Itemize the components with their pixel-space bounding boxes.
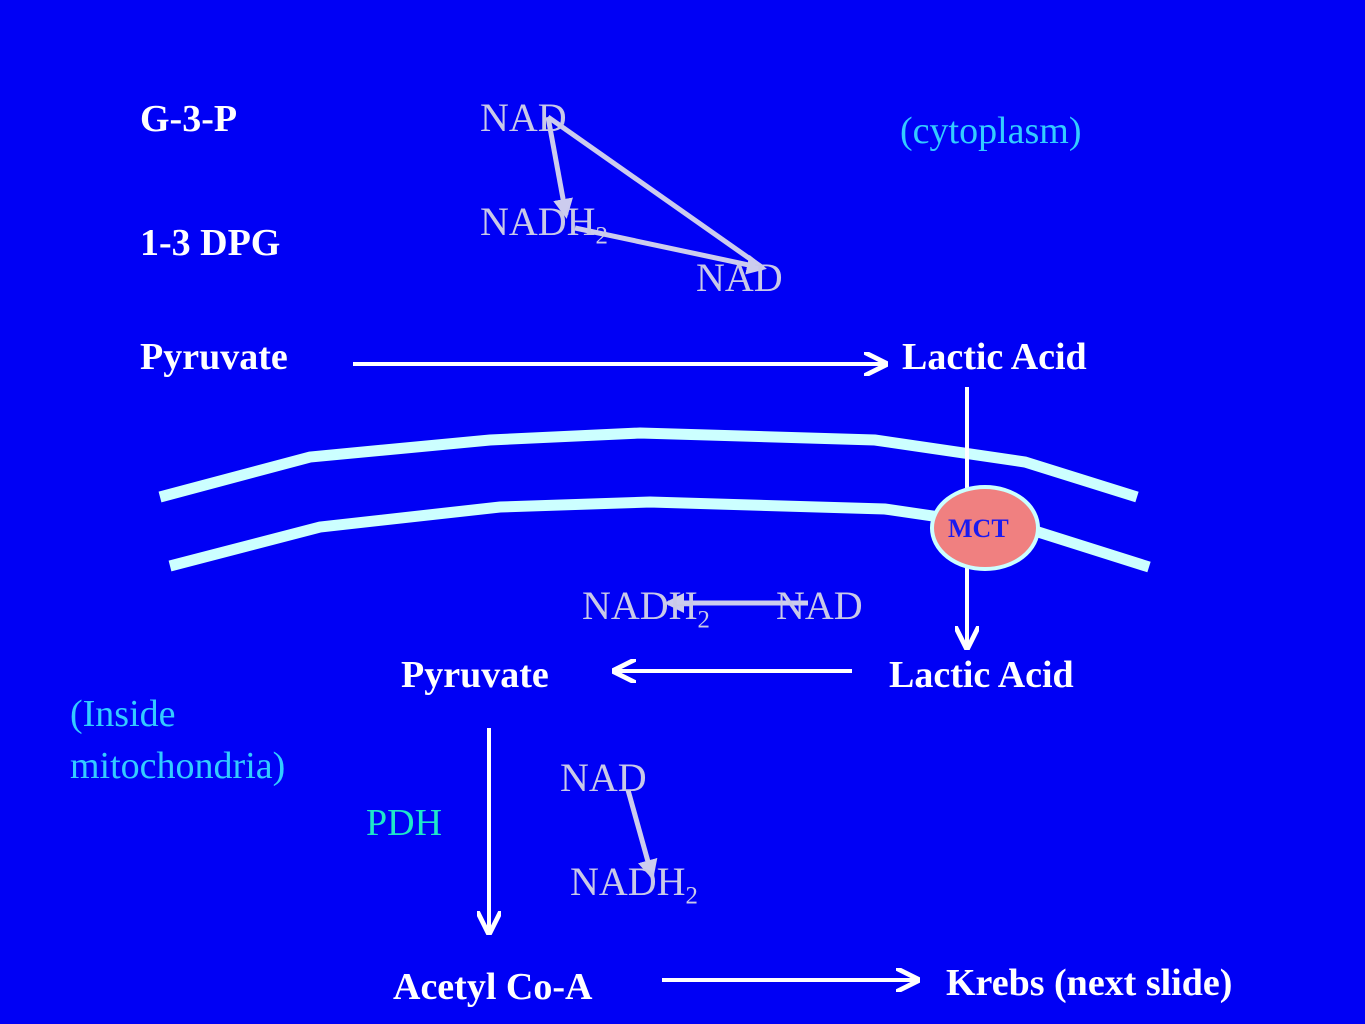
nadh2-mito-label: NADH2 [582,583,710,634]
nadh2-lower-label: NADH2 [570,859,698,910]
pdh-enzyme-label: PDH [366,802,443,844]
nad-right-label: NAD [696,255,783,300]
nad-mito-label: NAD [776,583,863,628]
cytoplasm-region-label: (cytoplasm) [900,110,1082,152]
mct-label: MCT [948,514,1009,543]
nadh2-cytoplasm-label: NADH2 [480,199,608,250]
cofactor-arrow-nad-to-nadh-pdh [625,789,658,880]
krebs-label: Krebs (next slide) [946,962,1233,1004]
acetyl-coa-label: Acetyl Co-A [393,966,593,1008]
nad-top-label: NAD [480,95,567,140]
mct-transporter [930,485,1040,571]
nad-lower-label: NAD [560,755,647,800]
cofactor-arrow-nad-to-nad [546,114,765,271]
lactic-acid-cytoplasm-label: Lactic Acid [902,336,1087,378]
cofactor-arrow-nadh-to-nad [574,225,767,275]
mitochondria-region-label: (Inside mitochondria) [70,693,286,788]
lactic-acid-mito-label: Lactic Acid [889,654,1074,696]
cofactor-arrow-nad-to-nadh [545,116,573,219]
pyruvate-cytoplasm-label: Pyruvate [140,336,288,378]
pyruvate-mito-label: Pyruvate [401,654,549,696]
g3p-label: G-3-P [140,98,238,140]
dpg-label: 1-3 DPG [140,222,281,264]
outer-membrane [158,427,1139,503]
